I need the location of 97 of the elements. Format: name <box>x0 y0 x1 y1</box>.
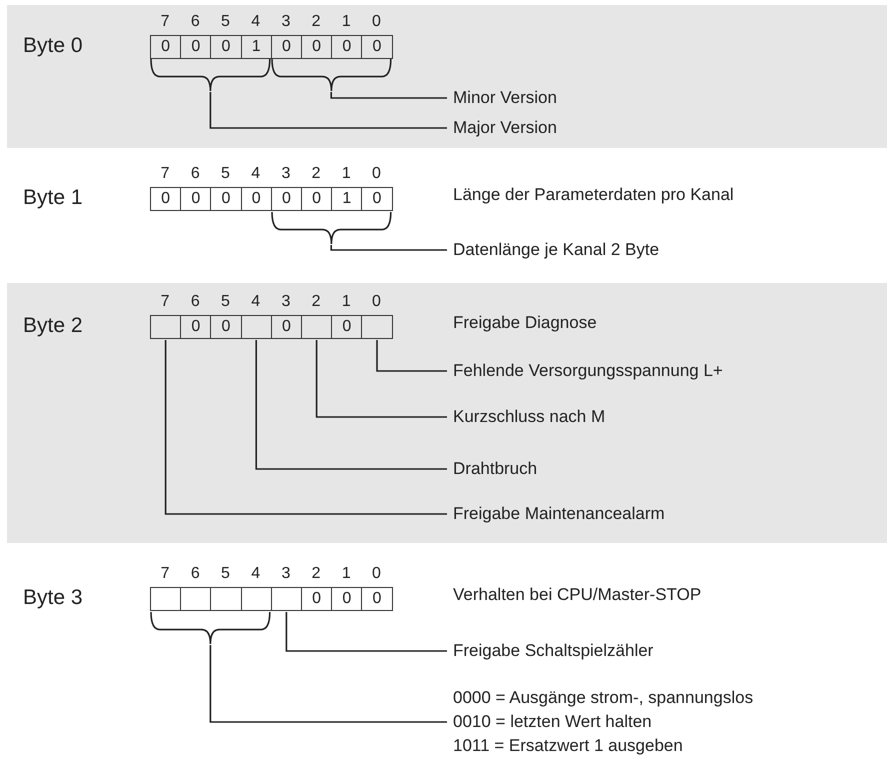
bit-number: 0 <box>371 13 382 31</box>
bit-number: 6 <box>190 165 201 183</box>
bit-number: 2 <box>310 565 322 583</box>
leader-line <box>255 340 447 470</box>
curly-brace <box>150 612 271 644</box>
byte-band <box>7 283 887 543</box>
bit-cell <box>301 315 332 339</box>
description-text: Major Version <box>453 117 557 139</box>
bit-cell: 0 <box>210 187 242 211</box>
bit-cell <box>240 587 272 611</box>
byte-label: Byte 3 <box>23 586 83 610</box>
bit-number: 1 <box>340 293 352 311</box>
bit-number: 6 <box>190 293 201 311</box>
bit-cell: 0 <box>240 187 272 211</box>
bit-cell: 0 <box>150 187 182 211</box>
bit-cell: 0 <box>180 187 212 211</box>
bit-number: 0 <box>371 565 382 583</box>
description-text: Drahtbruch <box>453 458 538 480</box>
bit-number: 7 <box>160 13 171 31</box>
bit-cell <box>270 587 302 611</box>
leader-line <box>210 92 447 129</box>
byte-band <box>7 5 887 148</box>
curly-brace <box>270 212 392 244</box>
description-text: 1011 = Ersatzwert 1 ausgeben <box>453 735 684 757</box>
bit-cell: 0 <box>210 315 242 339</box>
bit-cell <box>361 315 393 339</box>
bit-number: 0 <box>371 165 382 183</box>
bit-cell: 0 <box>361 187 393 211</box>
bit-cell: 0 <box>361 587 393 611</box>
leader-line <box>330 245 447 251</box>
bit-number: 3 <box>280 293 292 311</box>
byte-label: Byte 1 <box>23 186 83 210</box>
bit-cell: 0 <box>270 187 302 211</box>
bit-number: 4 <box>250 565 262 583</box>
bit-cell: 0 <box>270 315 302 339</box>
description-text: Kurzschluss nach M <box>453 406 606 428</box>
bit-cell: 1 <box>331 187 362 211</box>
bit-cell: 1 <box>240 35 272 59</box>
description-text: Minor Version <box>453 87 557 109</box>
description-text: Freigabe Schaltspielzähler <box>453 640 654 662</box>
leader-line <box>286 612 447 652</box>
bit-cell: 0 <box>301 587 332 611</box>
bit-number: 7 <box>160 165 171 183</box>
leader-line <box>376 340 447 372</box>
bit-cell: 0 <box>270 35 302 59</box>
bit-number: 1 <box>340 13 352 31</box>
byte-label: Byte 0 <box>23 34 83 58</box>
description-text: Freigabe Diagnose <box>453 313 597 333</box>
bit-cell: 0 <box>301 35 332 59</box>
bit-cell: 0 <box>331 35 362 59</box>
curly-brace <box>150 59 271 91</box>
bit-number: 0 <box>371 293 382 311</box>
byte-label: Byte 2 <box>23 314 83 338</box>
bit-cell: 0 <box>301 187 332 211</box>
bit-cell: 0 <box>331 587 362 611</box>
leader-line <box>210 645 447 723</box>
bit-number: 3 <box>280 13 292 31</box>
bit-number: 7 <box>160 565 171 583</box>
leader-line <box>316 340 447 418</box>
leader-line <box>330 92 447 99</box>
bit-number: 1 <box>340 165 352 183</box>
bit-cell <box>150 587 182 611</box>
bit-number: 4 <box>250 165 262 183</box>
description-text: Verhalten bei CPU/Master-STOP <box>453 585 702 605</box>
bit-number: 6 <box>190 13 201 31</box>
bit-number: 5 <box>220 565 231 583</box>
description-text: Länge der Parameterdaten pro Kanal <box>453 185 734 205</box>
bit-number: 4 <box>250 293 262 311</box>
leader-line <box>164 340 447 515</box>
bit-cell: 0 <box>180 315 212 339</box>
description-text: Freigabe Maintenancealarm <box>453 503 665 525</box>
bit-cell: 0 <box>180 35 212 59</box>
bit-number: 1 <box>340 565 352 583</box>
bit-number: 5 <box>220 293 231 311</box>
bit-cell <box>210 587 242 611</box>
bit-cell: 0 <box>331 315 362 339</box>
bit-number: 5 <box>220 165 231 183</box>
bit-cell <box>150 315 182 339</box>
description-text: Fehlende Versorgungsspannung L+ <box>453 360 723 382</box>
bit-number: 5 <box>220 13 231 31</box>
bit-cell: 0 <box>150 35 182 59</box>
bit-number: 2 <box>310 13 322 31</box>
bit-number: 3 <box>280 565 292 583</box>
bit-cell: 0 <box>361 35 393 59</box>
bit-number: 3 <box>280 165 292 183</box>
bit-cell <box>180 587 212 611</box>
curly-brace <box>270 59 392 91</box>
bit-number: 2 <box>310 165 322 183</box>
bit-number: 2 <box>310 293 322 311</box>
bit-number: 7 <box>160 293 171 311</box>
bit-number: 4 <box>250 13 262 31</box>
description-text: 0000 = Ausgänge strom-, spannungslos <box>453 687 754 709</box>
bit-cell <box>240 315 272 339</box>
bit-cell: 0 <box>210 35 242 59</box>
description-text: 0010 = letzten Wert halten <box>453 711 653 733</box>
bit-number: 6 <box>190 565 201 583</box>
description-text: Datenlänge je Kanal 2 Byte <box>453 239 660 261</box>
